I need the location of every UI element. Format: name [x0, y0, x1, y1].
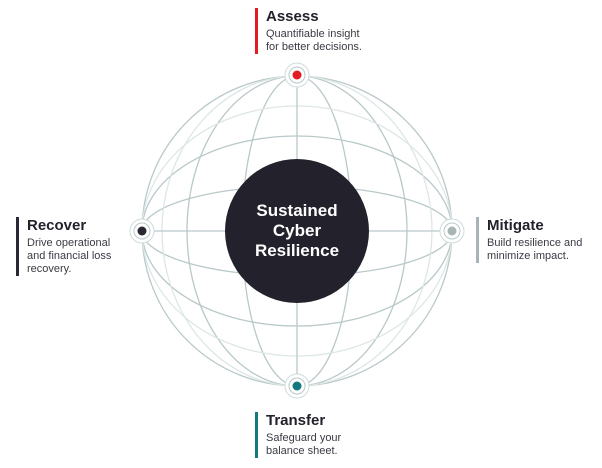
recover-title: Recover: [27, 217, 87, 234]
label-mitigate: Mitigate Build resilience and minimize i…: [476, 217, 582, 263]
node-assess-marker: [284, 62, 310, 88]
label-assess: Assess Quantifiable insight for better d…: [255, 8, 362, 54]
assess-desc: Quantifiable insight for better decision…: [266, 28, 362, 53]
node-recover-marker: [129, 218, 155, 244]
center-title: Sustained Cyber Resilience: [225, 159, 369, 303]
assess-title: Assess: [266, 8, 319, 25]
mitigate-desc: Build resilience and minimize impact.: [487, 237, 583, 262]
node-transfer-marker: [284, 373, 310, 399]
transfer-title: Transfer: [266, 412, 326, 429]
transfer-desc: Safeguard your balance sheet.: [266, 432, 342, 457]
label-transfer: Transfer Safeguard your balance sheet.: [255, 412, 341, 458]
node-mitigate-marker: [439, 218, 465, 244]
recover-desc: Drive operational and financial loss rec…: [27, 237, 112, 275]
mitigate-title: Mitigate: [487, 217, 544, 234]
label-recover: Recover Drive operational and financial …: [16, 217, 111, 276]
